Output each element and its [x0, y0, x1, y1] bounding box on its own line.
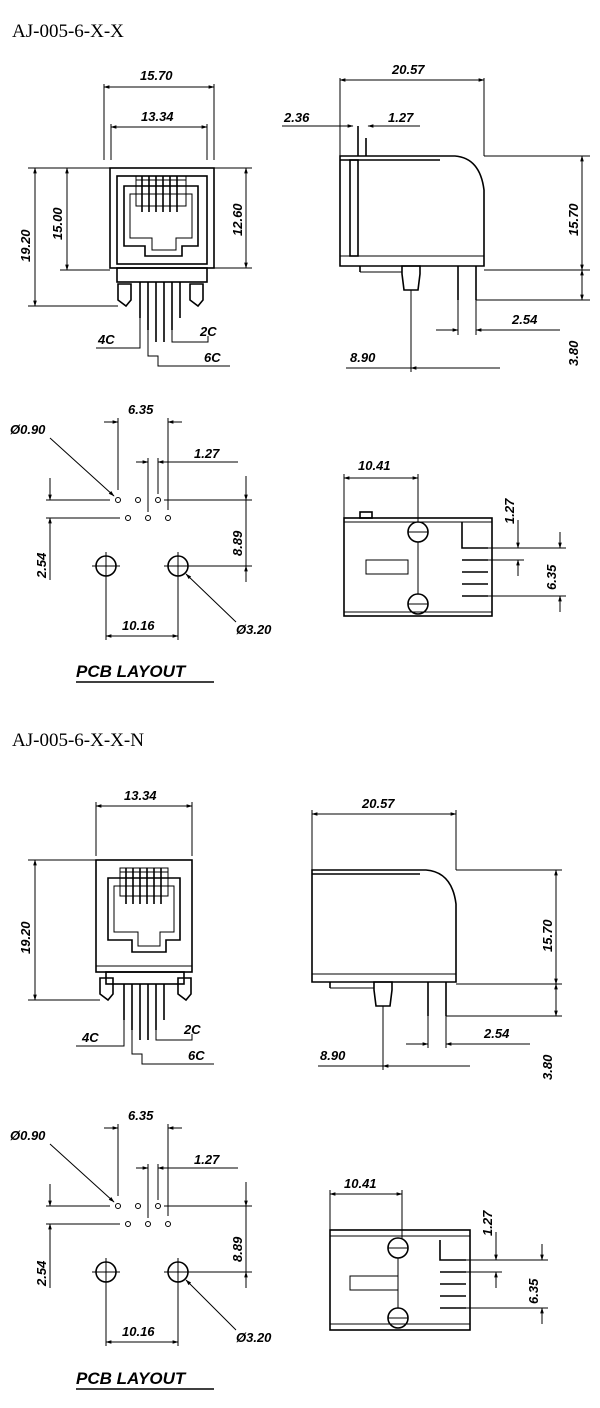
pcb-layout-label: PCB LAYOUT	[76, 662, 187, 681]
dim-pcb-span: 6.35	[128, 1108, 154, 1123]
contact-pins	[119, 867, 169, 904]
side-view: 20.57 2.36 1.27 15.70 3.80 2.54 8.90	[282, 62, 590, 372]
dim-pin-pitch: 2.54	[511, 312, 538, 327]
label-6c: 6C	[204, 350, 221, 365]
part-title: AJ-005-6-X-X	[12, 21, 124, 42]
dim-post-offset: 8.90	[350, 350, 376, 365]
port-opening	[123, 185, 199, 257]
dim-top-span: 6.35	[544, 564, 559, 590]
label-2c: 2C	[183, 1022, 201, 1037]
dim-top-pitch: 1.27	[502, 498, 517, 524]
dim-side-length: 20.57	[391, 62, 425, 77]
dim-pcb-height: 8.89	[230, 1236, 245, 1262]
top-body	[329, 1229, 471, 1331]
dim-post-span: 10.16	[122, 618, 155, 633]
contact-pins	[135, 175, 187, 212]
peg-right	[189, 283, 204, 308]
peg-left	[117, 283, 132, 308]
dim-pin-length: 3.80	[566, 340, 581, 366]
pcb-layout: Ø0.90 6.35 1.27 2.54 8.89 10.1	[10, 1108, 272, 1390]
dim-hole-dia: Ø0.90	[10, 1128, 46, 1143]
front-body-outline	[95, 859, 193, 973]
dim-pcb-row-gap: 2.54	[34, 552, 49, 579]
dim-side-height: 15.70	[566, 203, 581, 236]
port-opening	[107, 877, 181, 953]
dim-front-total-height: 19.20	[18, 921, 33, 954]
dim-pcb-row-gap: 2.54	[34, 1260, 49, 1287]
label-4c: 4C	[97, 332, 115, 347]
top-view: 10.41 1.27 6.35	[329, 1176, 548, 1331]
dim-post-dia: Ø3.20	[236, 1330, 272, 1345]
dim-post-offset: 8.90	[320, 1048, 346, 1063]
side-body	[311, 869, 457, 983]
dim-side-1-27: 1.27	[388, 110, 414, 125]
dim-top-width: 10.41	[344, 1176, 377, 1191]
dim-side-length: 20.57	[361, 796, 395, 811]
dim-front-inner-width: 13.34	[141, 109, 174, 124]
peg-left	[99, 977, 114, 1002]
side-post	[401, 265, 421, 291]
peg-right	[177, 977, 192, 1002]
dim-top-span: 6.35	[526, 1278, 541, 1304]
leads	[123, 984, 165, 1040]
dim-hole-dia: Ø0.90	[10, 422, 46, 437]
side-body	[339, 155, 485, 267]
dim-pcb-height: 8.89	[230, 530, 245, 556]
dim-post-dia: Ø3.20	[236, 622, 272, 637]
leads	[139, 282, 181, 342]
front-view: 4C 2C 6C 15.70 13.34 19.20 15.00	[18, 68, 252, 367]
top-view: 10.41 1.27 6.35	[343, 458, 566, 617]
label-6c: 6C	[188, 1048, 205, 1063]
dim-pcb-span: 6.35	[128, 402, 154, 417]
dim-side-height: 15.70	[540, 919, 555, 952]
dim-pin-pitch: 2.54	[483, 1026, 510, 1041]
part-title: AJ-005-6-X-X-N	[12, 730, 144, 751]
dim-port-height: 12.60	[230, 203, 245, 236]
dim-front-total-height: 19.20	[18, 229, 33, 262]
dim-top-pitch: 1.27	[480, 1210, 495, 1236]
top-pins	[439, 1240, 466, 1309]
label-2c: 2C	[199, 324, 217, 339]
dim-front-body-height: 15.00	[50, 207, 65, 240]
side-post	[373, 981, 393, 1007]
drawing-aj-005-6-x-x-n: AJ-005-6-X-X-N	[10, 730, 562, 1390]
dim-pcb-pitch: 1.27	[194, 1152, 220, 1167]
dim-pin-length: 3.80	[540, 1054, 555, 1080]
dim-post-span: 10.16	[122, 1324, 155, 1339]
dim-top-width: 10.41	[358, 458, 391, 473]
pcb-layout-label: PCB LAYOUT	[76, 1369, 187, 1388]
dim-front-width: 15.70	[140, 68, 173, 83]
dim-pcb-pitch: 1.27	[194, 446, 220, 461]
front-view: 4C 2C 6C 13.34 19.20	[18, 788, 214, 1065]
label-4c: 4C	[81, 1030, 99, 1045]
side-view: 20.57 15.70 3.80 2.54 8.90	[311, 796, 562, 1080]
dim-side-2-36: 2.36	[283, 110, 310, 125]
drawing-aj-005-6-x-x: AJ-005-6-X-X	[10, 21, 590, 683]
dim-front-inner-width: 13.34	[124, 788, 157, 803]
pcb-layout: Ø0.90 6.35 1.27 2.54 8.89	[10, 402, 272, 683]
top-pins	[461, 522, 488, 597]
